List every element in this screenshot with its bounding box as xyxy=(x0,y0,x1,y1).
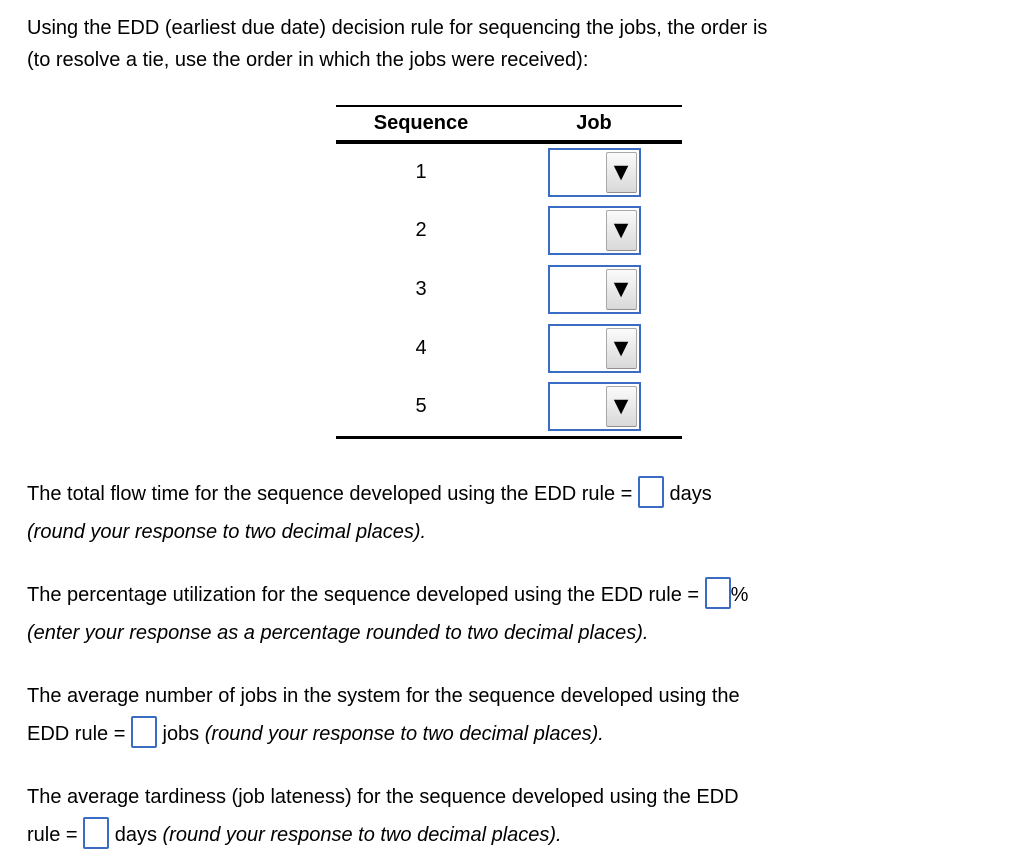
sequence-table: Sequence Job 1▼2▼3▼4▼5▼ xyxy=(336,105,682,439)
question-note: (round your response to two decimal plac… xyxy=(27,520,427,543)
job-cell: ▼ xyxy=(506,260,682,319)
question-average-jobs-in-system: The average number of jobs in the system… xyxy=(27,677,1002,753)
question-intro: Using the EDD (earliest due date) decisi… xyxy=(27,12,1002,76)
dropdown-arrow-icon[interactable]: ▼ xyxy=(605,328,637,369)
question-text: The average number of jobs in the system… xyxy=(27,684,740,707)
question-line: The average number of jobs in the system… xyxy=(27,677,1002,715)
table-row: 1▼ xyxy=(336,142,682,201)
sequence-number: 3 xyxy=(415,278,427,300)
average-tardiness-input[interactable] xyxy=(83,817,110,850)
question-text: The average tardiness (job lateness) for… xyxy=(27,785,739,808)
question-line: (round your response to two decimal plac… xyxy=(27,513,1002,551)
sequence-number: 5 xyxy=(415,395,427,418)
question-percentage-utilization: The percentage utilization for the seque… xyxy=(27,576,1002,652)
question-text: days xyxy=(109,823,163,846)
job-select[interactable]: ▼ xyxy=(547,324,641,373)
question-text: EDD rule = xyxy=(27,722,131,745)
question-text: The percentage utilization for the seque… xyxy=(27,583,705,606)
dropdown-arrow-icon[interactable]: ▼ xyxy=(605,210,637,251)
question-total-flow-time: The total flow time for the sequence dev… xyxy=(27,475,1002,551)
sequence-number: 4 xyxy=(415,337,427,359)
dropdown-arrow-icon[interactable]: ▼ xyxy=(605,152,637,193)
job-select[interactable]: ▼ xyxy=(547,148,641,197)
sequence-number: 2 xyxy=(415,219,427,241)
job-select[interactable]: ▼ xyxy=(547,382,641,432)
question-note: (enter your response as a percentage rou… xyxy=(27,621,649,644)
question-line: The total flow time for the sequence dev… xyxy=(27,475,1002,513)
table-row: 4▼ xyxy=(336,319,682,378)
question-text: days xyxy=(663,482,712,505)
question-text: The total flow time for the sequence dev… xyxy=(27,482,638,505)
question-text: rule = xyxy=(27,823,84,846)
dropdown-arrow-icon[interactable]: ▼ xyxy=(605,269,637,310)
edd-sequence-table: Sequence Job 1▼2▼3▼4▼5▼ xyxy=(336,105,682,439)
question-average-tardiness: The average tardiness (job lateness) for… xyxy=(27,778,1002,854)
intro-line-1: Using the EDD (earliest due date) decisi… xyxy=(27,17,768,39)
table-row: 5▼ xyxy=(336,378,682,437)
question-text: % xyxy=(730,583,749,606)
question-line: rule = days (round your response to two … xyxy=(27,816,1002,854)
question-line: (enter your response as a percentage rou… xyxy=(27,614,1002,652)
job-select[interactable]: ▼ xyxy=(547,206,641,255)
dropdown-arrow-icon[interactable]: ▼ xyxy=(605,386,637,428)
average-jobs-in-system-input[interactable] xyxy=(130,716,157,749)
table-row: 3▼ xyxy=(336,260,682,319)
job-cell: ▼ xyxy=(506,142,682,201)
question-line: EDD rule = jobs (round your response to … xyxy=(27,715,1002,753)
job-cell: ▼ xyxy=(506,378,682,437)
sequence-number: 1 xyxy=(415,161,427,183)
intro-line-2: (to resolve a tie, use the order in whic… xyxy=(27,49,589,71)
question-line: The average tardiness (job lateness) for… xyxy=(27,778,1002,816)
job-cell: ▼ xyxy=(506,201,682,260)
questions-section: The total flow time for the sequence dev… xyxy=(27,475,1002,854)
job-cell: ▼ xyxy=(506,319,682,378)
question-text: jobs xyxy=(156,722,205,745)
column-header-job: Job xyxy=(576,112,612,134)
table-row: 2▼ xyxy=(336,201,682,260)
question-line: The percentage utilization for the seque… xyxy=(27,576,1002,614)
question-note: (round your response to two decimal plac… xyxy=(162,823,562,846)
job-select[interactable]: ▼ xyxy=(547,265,641,314)
question-note: (round your response to two decimal plac… xyxy=(204,722,604,745)
total-flow-time-input[interactable] xyxy=(637,476,664,509)
column-header-sequence: Sequence xyxy=(373,112,469,134)
percentage-utilization-input[interactable] xyxy=(704,577,731,610)
table-header-row: Sequence Job xyxy=(336,106,682,142)
